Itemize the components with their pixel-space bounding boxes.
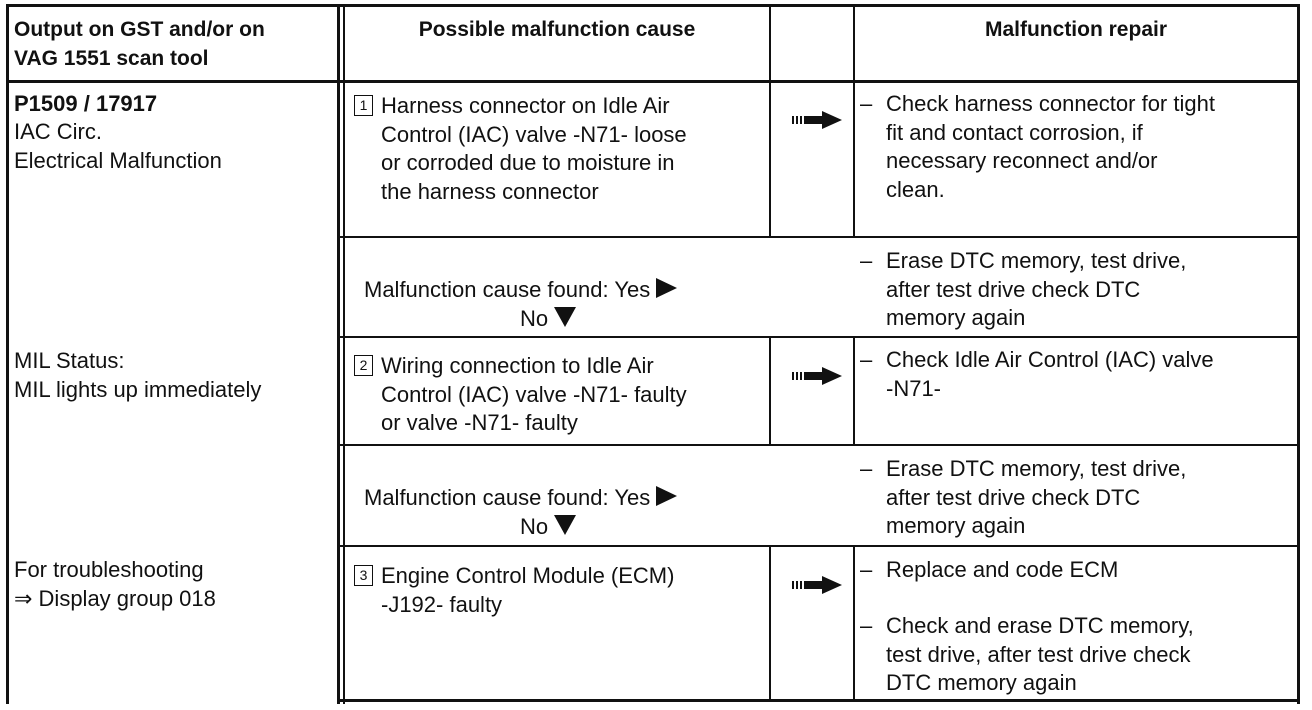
repair-2-text: Check Idle Air Control (IAC) valve -N71- — [886, 347, 1214, 401]
arrow-right-icon — [792, 576, 842, 594]
repair-2-dash: – — [860, 347, 873, 372]
repair-2: – Check Idle Air Control (IAC) valve -N7… — [860, 346, 1296, 403]
table-border-bottom — [338, 699, 1300, 702]
found-repair-1-text: Erase DTC memory, test drive, after test… — [886, 248, 1187, 330]
row2-repair-divider — [853, 338, 855, 445]
table-border-right — [1297, 4, 1300, 704]
header-output: Output on GST and/or on VAG 1551 scan to… — [14, 18, 265, 70]
found-yes-2: Malfunction cause found: Yes — [364, 455, 764, 512]
cause-1: 1 Harness connector on Idle Air Control … — [354, 92, 764, 206]
dtc-description: IAC Circ. Electrical Malfunction — [14, 119, 222, 173]
column-divider-arrow-header — [769, 4, 771, 83]
found-yes-2-label: Malfunction cause found: Yes — [364, 484, 651, 510]
found-repair-1: – Erase DTC memory, test drive, after te… — [860, 247, 1296, 333]
header-separator — [6, 80, 1300, 83]
repair-1-dash: – — [860, 91, 873, 116]
table-border-top — [6, 4, 1300, 7]
found-no-2-label: No — [520, 513, 549, 539]
arrow-right-icon — [792, 111, 842, 129]
row1-arrow-divider — [769, 83, 771, 236]
header-repair: Malfunction repair — [984, 18, 1168, 41]
row1-repair-divider — [853, 83, 855, 236]
found2-bottom-line — [338, 545, 1300, 547]
table-border-left — [6, 4, 9, 704]
step-number-1: 1 — [354, 95, 373, 116]
mil-status: MIL Status: MIL lights up immediately — [14, 348, 262, 402]
cause-1-text: Harness connector on Idle Air Control (I… — [381, 93, 687, 204]
found-repair-2-dash: – — [860, 456, 873, 481]
cause-3: 3 Engine Control Module (ECM) -J192- fau… — [354, 562, 764, 619]
row2-bottom-line — [338, 444, 1300, 446]
found-yes-1: Malfunction cause found: Yes — [364, 247, 764, 304]
triangle-right-icon — [656, 485, 678, 506]
cause-2: 2 Wiring connection to Idle Air Control … — [354, 352, 764, 438]
repair-3b: – Check and erase DTC memory, test drive… — [860, 612, 1296, 698]
found-repair-1-dash: – — [860, 248, 873, 273]
repair-3b-dash: – — [860, 613, 873, 638]
repair-3a-dash: – — [860, 557, 873, 582]
cause-3-text: Engine Control Module (ECM) -J192- fault… — [381, 563, 675, 617]
troubleshooting-ref: For troubleshooting ⇒ Display group 018 — [14, 557, 216, 611]
triangle-right-icon — [656, 277, 678, 298]
repair-3a-text: Replace and code ECM — [886, 557, 1119, 582]
column-divider-repair-header — [853, 4, 855, 83]
row2-arrow-divider — [769, 338, 771, 445]
repair-1-text: Check harness connector for tight fit an… — [886, 91, 1215, 202]
row3-arrow-divider — [769, 547, 771, 702]
found-no-2: No — [520, 484, 720, 541]
row1-bottom-line — [338, 236, 1300, 238]
triangle-down-icon — [554, 306, 577, 327]
header-cause: Possible malfunction cause — [418, 18, 696, 41]
repair-3a: – Replace and code ECM — [860, 556, 1296, 585]
step-number-3: 3 — [354, 565, 373, 586]
dtc-code: P1509 / 17917 — [14, 91, 158, 116]
column-divider-cause-inner — [343, 4, 345, 704]
column-divider-output — [337, 4, 340, 704]
row3-repair-divider — [853, 547, 855, 702]
step-number-2: 2 — [354, 355, 373, 376]
found-repair-2: – Erase DTC memory, test drive, after te… — [860, 455, 1296, 541]
repair-3b-text: Check and erase DTC memory, test drive, … — [886, 613, 1194, 695]
found-no-1: No — [520, 276, 720, 333]
cause-2-text: Wiring connection to Idle Air Control (I… — [381, 353, 687, 435]
found-repair-2-text: Erase DTC memory, test drive, after test… — [886, 456, 1187, 538]
repair-1: – Check harness connector for tight fit … — [860, 90, 1296, 204]
found-no-1-label: No — [520, 305, 549, 331]
triangle-down-icon — [554, 514, 577, 535]
arrow-right-icon — [792, 367, 842, 385]
found-yes-1-label: Malfunction cause found: Yes — [364, 276, 651, 302]
found1-bottom-line — [338, 336, 1300, 338]
